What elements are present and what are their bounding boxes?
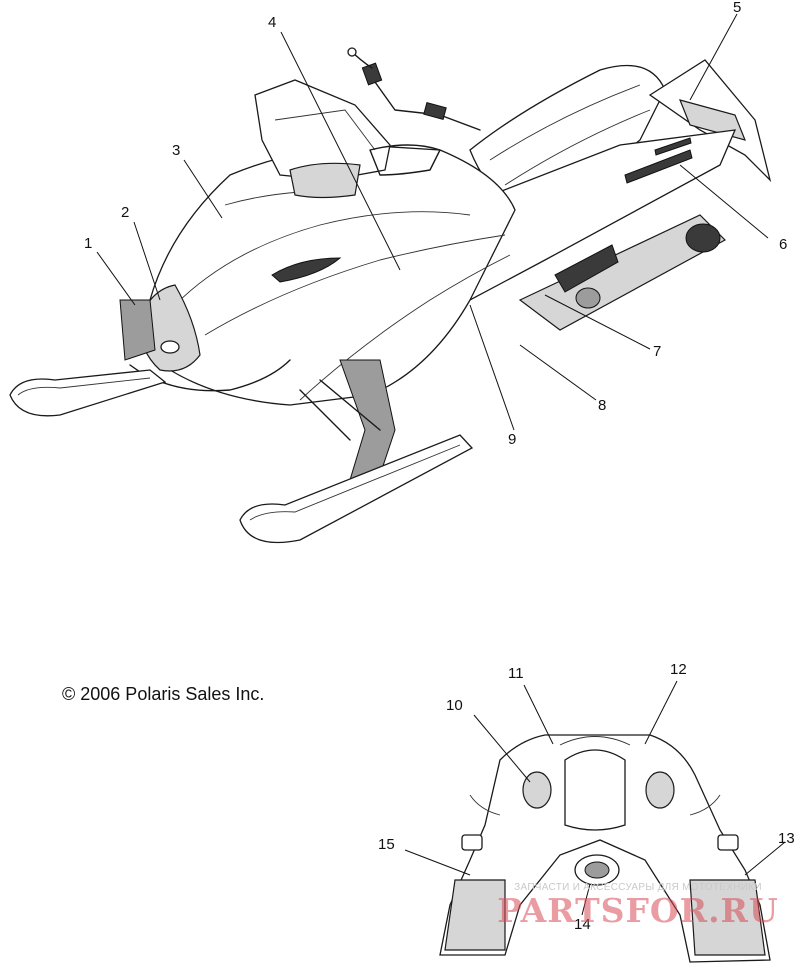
leader-lines <box>96 13 786 916</box>
callout-14: 14 <box>574 916 591 933</box>
left-side-panel <box>444 879 506 951</box>
callout-10: 10 <box>446 697 463 714</box>
hood-front-intake <box>564 749 626 831</box>
right-ski <box>239 434 474 544</box>
callout-12: 12 <box>670 661 687 678</box>
watermark-brand: PARTSFOR.RU <box>497 891 779 930</box>
handlebar <box>369 74 481 131</box>
left-ski <box>9 369 167 417</box>
callout-5: 5 <box>733 0 742 16</box>
watermark: ЗАПЧАСТИ И АКСЕССУАРЫ ДЛЯ МОТОТЕХНИКИ PA… <box>488 882 788 930</box>
callout-4: 4 <box>268 14 277 31</box>
callout-3: 3 <box>172 142 181 159</box>
callout-15: 15 <box>378 836 395 853</box>
watermark-caption: ЗАПЧАСТИ И АКСЕССУАРЫ ДЛЯ МОТОТЕХНИКИ <box>514 882 762 893</box>
callout-1: 1 <box>84 235 93 252</box>
callout-6: 6 <box>779 236 788 253</box>
tunnel-decal-pattern <box>554 244 619 293</box>
right-side-panel <box>689 879 766 956</box>
callout-8: 8 <box>598 397 607 414</box>
mid-idler-wheel <box>575 287 601 309</box>
hood <box>148 144 516 406</box>
callout-2: 2 <box>121 204 130 221</box>
windshield <box>254 79 391 181</box>
track-assembly <box>518 214 726 331</box>
hood-vent <box>271 257 342 283</box>
copyright-notice: © 2006 Polaris Sales Inc. <box>62 684 265 704</box>
rear-idler-wheel <box>685 223 721 253</box>
callout-9: 9 <box>508 431 517 448</box>
callout-11: 11 <box>508 665 524 682</box>
callout-13: 13 <box>778 830 795 847</box>
callout-7: 7 <box>653 343 662 360</box>
